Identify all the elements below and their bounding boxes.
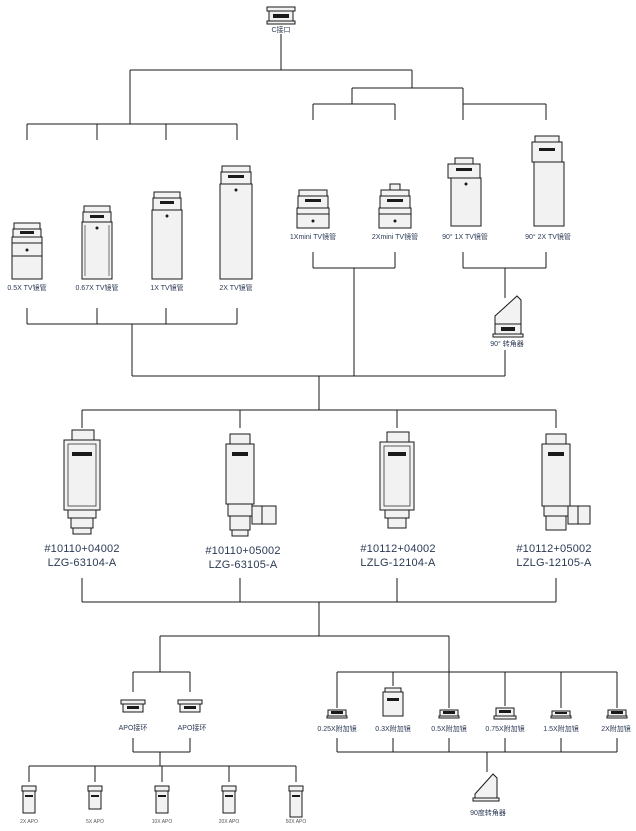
bottom-prism-label: 90度转角器 — [470, 810, 506, 817]
apo-ring-1-icon — [120, 699, 146, 713]
tv-tube-0-67x-icon — [81, 205, 113, 280]
aux-lens-0-5x-icon — [438, 709, 460, 719]
tv-tube-2x-icon — [219, 165, 253, 280]
tv-tube-label: 2X TV镜管 — [219, 285, 253, 292]
bottom-prism-icon — [472, 773, 500, 802]
microscope-body-4-icon — [541, 433, 591, 531]
aux-lens-label: 0.75X附加镜 — [485, 726, 525, 733]
ninety-tube-label: 90° 2X TV镜管 — [525, 234, 571, 241]
apo-objective-50x-icon — [288, 785, 304, 818]
microscope-1-label: #10110+04002 LZG-63104-A — [44, 542, 119, 570]
apo-objective-label: 10X APO — [151, 819, 173, 825]
microscope-3-label: #10112+04002 LZLG-12104-A — [360, 542, 435, 570]
aux-lens-label: 0.5X附加镜 — [431, 726, 467, 733]
aux-lens-1-5x-icon — [550, 710, 572, 719]
microscope-code: #10110+05002 — [205, 545, 281, 557]
mini-tube-label: 1Xmini TV镜管 — [289, 234, 337, 241]
corner-prism-label: 90° 转角器 — [490, 341, 524, 348]
aux-lens-label: 2X附加镜 — [601, 726, 631, 733]
aux-lens-label: 0.25X附加镜 — [317, 726, 357, 733]
apo-objective-2x-icon — [21, 785, 37, 814]
microscope-4-label: #10112+05002 LZLG-12105-A — [516, 542, 591, 570]
microscope-code: #10112+05002 — [516, 543, 592, 555]
aux-lens-0-25x-icon — [326, 709, 348, 719]
apo-objective-label: 20X APO — [218, 819, 240, 825]
tv-tube-label: 0.67X TV镜管 — [75, 285, 119, 292]
mini-tv-tube-2x-icon — [378, 183, 412, 229]
microscope-body-3-icon — [379, 431, 415, 529]
aux-lens-label: 0.3X附加镜 — [375, 726, 411, 733]
microscope-2-label: #10110+05002 LZG-63105-A — [205, 544, 280, 572]
ninety-tv-tube-1x-icon — [447, 157, 482, 227]
mini-tube-label: 2Xmini TV镜管 — [371, 234, 419, 241]
microscope-body-2-icon — [225, 433, 277, 537]
connector-lines — [26, 34, 618, 782]
apo-ring-label: APO接环 — [177, 725, 207, 732]
tv-tube-0-5x-icon — [11, 222, 43, 280]
tv-tube-label: 0.5X TV镜管 — [7, 285, 47, 292]
microscope-model: LZG-63104-A — [47, 557, 117, 569]
ninety-tube-label: 90° 1X TV镜管 — [442, 234, 488, 241]
aux-lens-0-75x-icon — [493, 707, 517, 720]
apo-ring-label: APO接环 — [118, 725, 148, 732]
mini-tv-tube-1x-icon — [296, 189, 330, 229]
microscope-model: LZLG-12104-A — [360, 557, 436, 569]
c-mount-icon — [266, 6, 296, 25]
microscope-model: LZLG-12105-A — [516, 557, 592, 569]
tv-tube-1x-icon — [151, 191, 183, 280]
aux-lens-2x-icon — [606, 709, 628, 719]
apo-ring-2-icon — [177, 699, 203, 713]
microscope-body-1-icon — [63, 429, 101, 535]
apo-objective-20x-icon — [221, 785, 237, 814]
corner-prism-icon — [492, 295, 524, 338]
apo-objective-label: 5X APO — [86, 819, 104, 825]
microscope-code: #10112+04002 — [360, 543, 436, 555]
aux-lens-0-3x-icon — [382, 687, 404, 717]
aux-lens-label: 1.5X附加镜 — [543, 726, 579, 733]
microscope-code: #10110+04002 — [44, 543, 120, 555]
microscope-model: LZG-63105-A — [208, 559, 278, 571]
apo-objective-label: 50X APO — [285, 819, 307, 825]
apo-objective-5x-icon — [87, 785, 103, 810]
apo-objective-10x-icon — [154, 785, 170, 814]
apo-objective-label: 2X APO — [20, 819, 38, 825]
tv-tube-label: 1X TV镜管 — [150, 285, 184, 292]
ninety-tv-tube-2x-icon — [531, 135, 565, 227]
c-mount-label: C接口 — [271, 27, 291, 34]
